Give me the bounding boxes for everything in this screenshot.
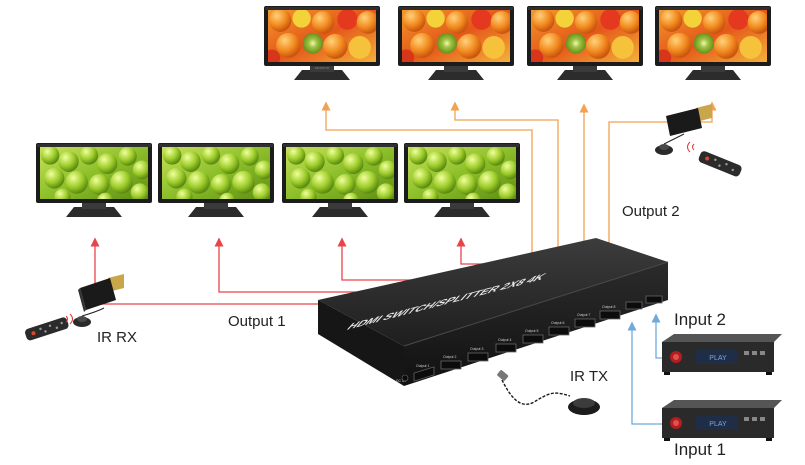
port-label-output-3: Output 3: [470, 347, 483, 351]
monitor-top-3: [527, 6, 643, 80]
monitor-bottom-4: [404, 143, 520, 217]
hdmi-ir-receiver-icon: [78, 274, 124, 312]
port-input-2: [645, 295, 663, 304]
ir-eye-sensor-icon: [73, 307, 105, 327]
port-output-5: [522, 334, 544, 344]
power-jack-icon: [401, 374, 409, 382]
hdmi-ir-receiver-icon-right: [666, 104, 712, 136]
monitor-top-2: [398, 6, 514, 80]
input-lines-blue: [627, 313, 662, 425]
port-label-output-6: Output 6: [551, 321, 564, 325]
player-screen-text: PLAY: [709, 355, 727, 362]
dvd-player-icon-input1: PLAY: [662, 400, 782, 441]
monitor-bottom-1: [36, 143, 152, 217]
label-ir-tx: IR TX: [570, 368, 609, 385]
ir-signal-icon: [65, 313, 73, 325]
ir-transmitter-icon: [497, 370, 600, 415]
ir-remote-icon: [25, 317, 69, 341]
monitor-bottom-2: [158, 143, 274, 217]
player-screen-text-2: PLAY: [709, 421, 727, 428]
line-input-2: [651, 313, 662, 359]
port-output-4: [495, 343, 517, 353]
port-output-3: [467, 352, 489, 362]
port-label-output-5: Output 5: [525, 329, 538, 333]
port-label-output-7: Output 7: [577, 313, 590, 317]
label-ir-rx: IR RX: [97, 329, 138, 346]
line-input-1: [627, 321, 662, 425]
ir-signal-icon-right: [687, 141, 695, 153]
dvd-player-icon-input2: PLAY: [662, 334, 782, 375]
port-label-output-1: Output 1: [416, 364, 429, 368]
port-output-1: [413, 366, 435, 382]
label-input-2: Input 2: [674, 310, 726, 329]
label-input-1: Input 1: [674, 440, 726, 459]
port-output-2: [440, 360, 462, 370]
port-output-8: [599, 310, 621, 320]
port-label-output-8: Output 8: [602, 305, 615, 309]
port-output-7: [574, 318, 596, 328]
line-output-5: [321, 101, 533, 322]
monitor-bottom-3: [282, 143, 398, 217]
ir-remote-icon-right: [698, 151, 742, 177]
power-label: DC 5V: [396, 379, 407, 383]
port-output-6: [548, 326, 570, 336]
label-output-2: Output 2: [622, 203, 680, 220]
port-input-1: [625, 301, 643, 310]
line-output-6: [450, 101, 559, 314]
port-label-output-4: Output 4: [498, 338, 511, 342]
output-ports: [413, 295, 663, 382]
monitor-top-4: [655, 6, 771, 80]
port-label-output-2: Output 2: [443, 355, 456, 359]
ir-eye-sensor-icon-right: [655, 133, 685, 155]
monitor-top-1: MONITOR: [264, 6, 380, 80]
monitor-brand: MONITOR: [315, 66, 330, 70]
label-output-1: Output 1: [228, 313, 286, 330]
